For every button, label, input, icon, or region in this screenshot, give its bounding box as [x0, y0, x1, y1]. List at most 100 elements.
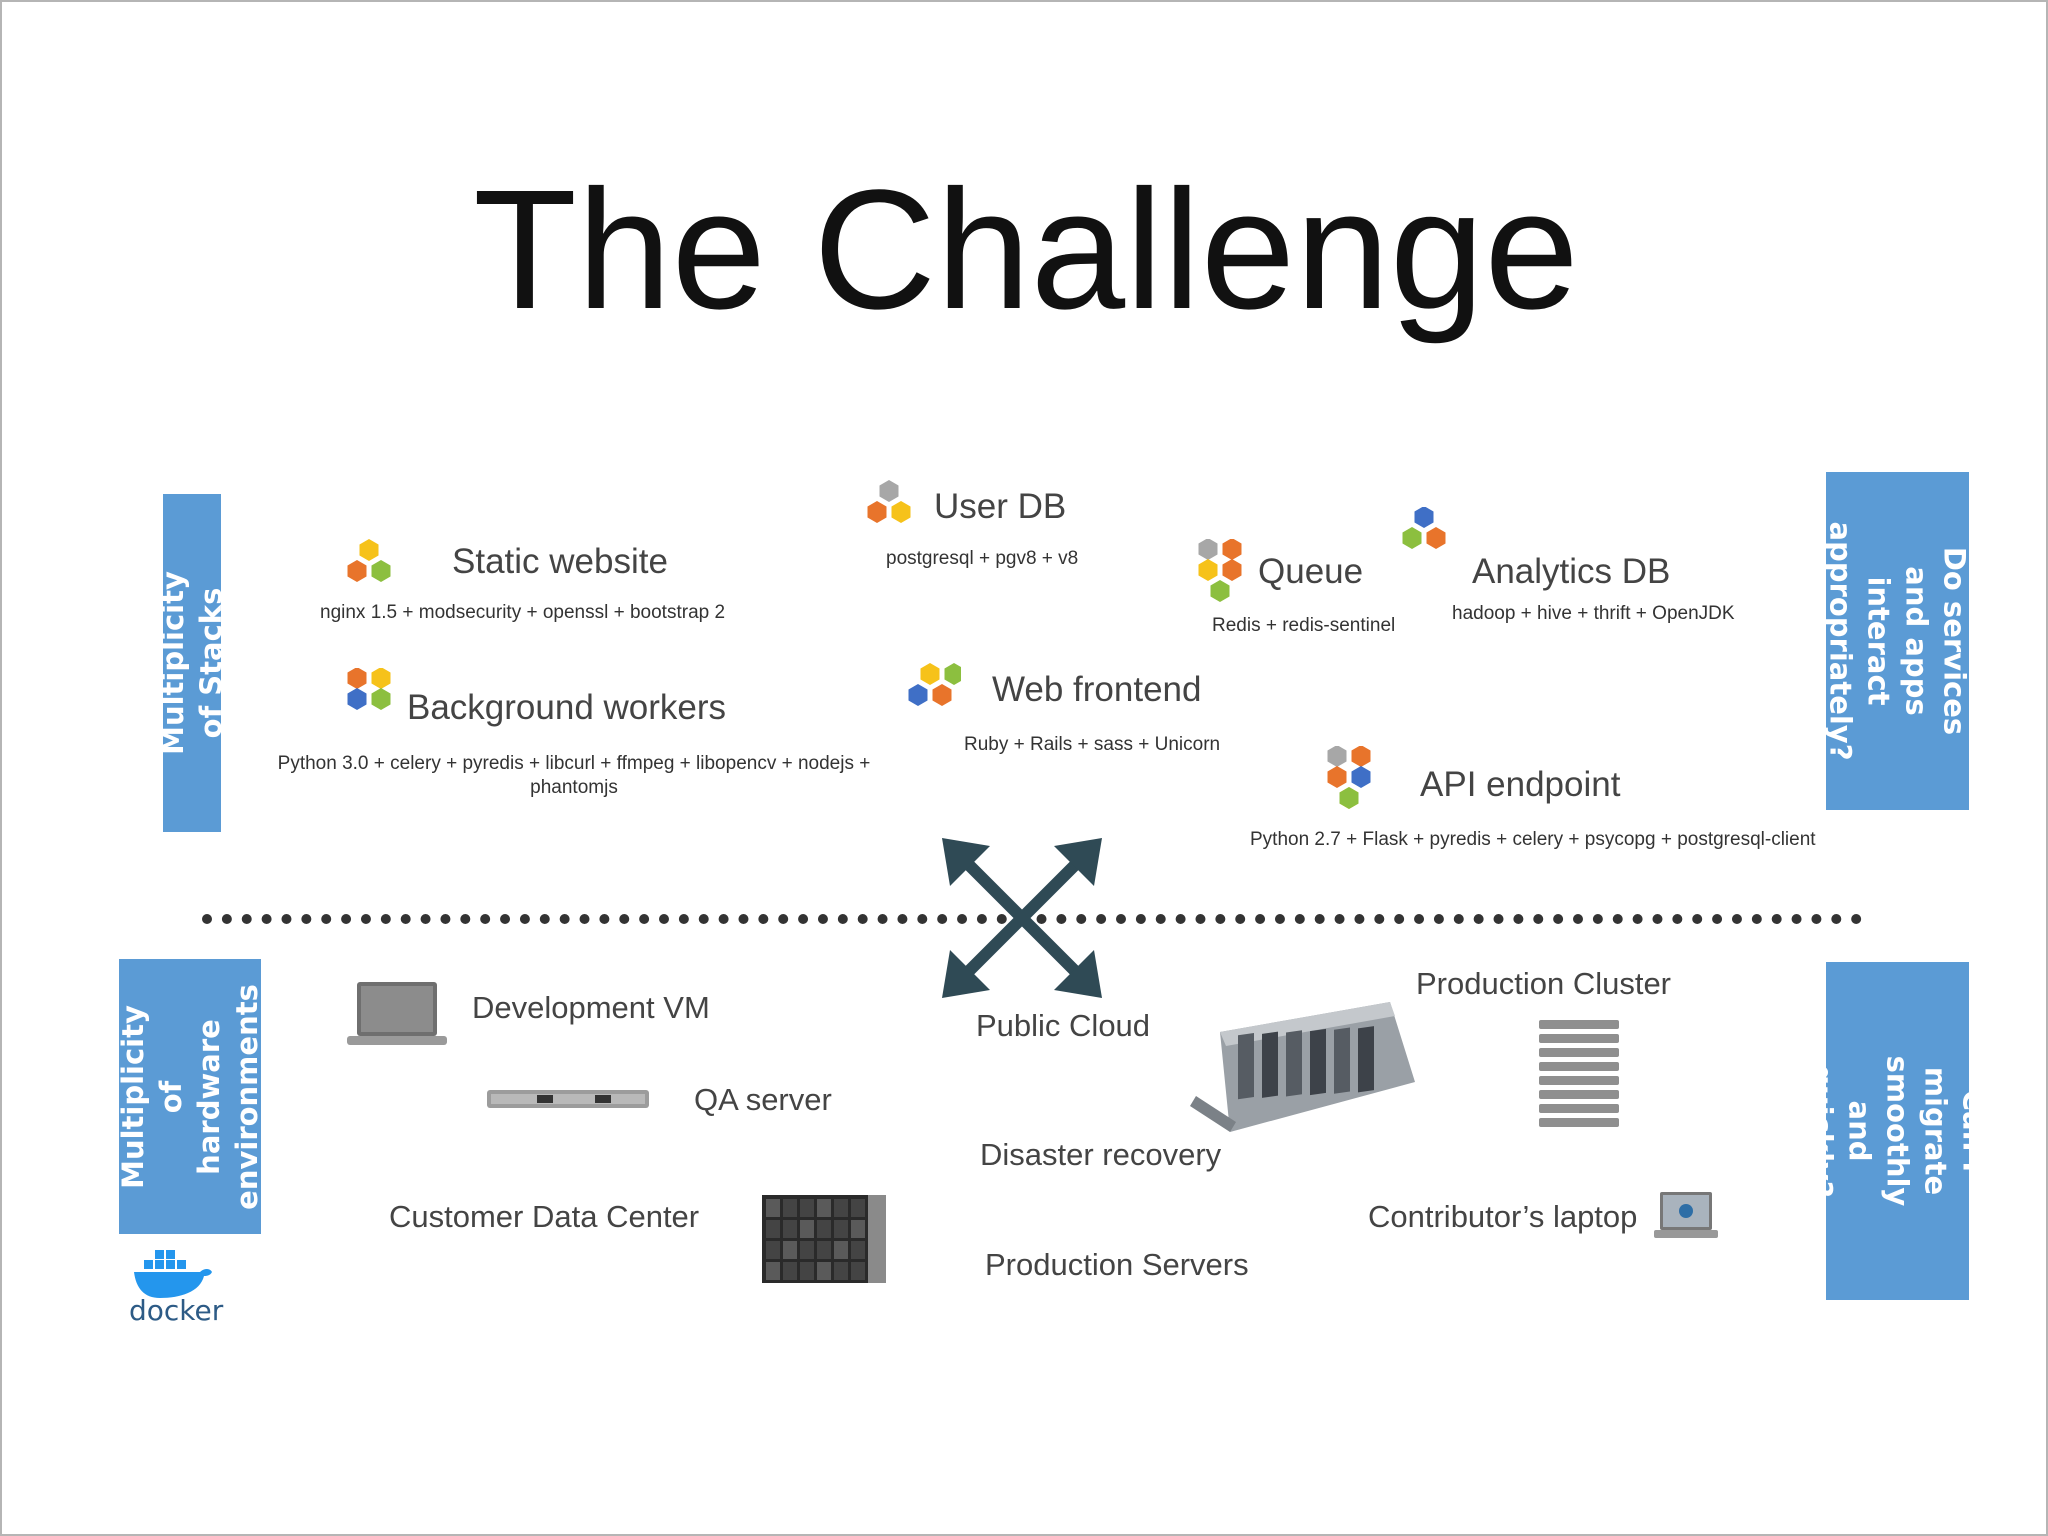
hexagon-shape: [867, 501, 887, 523]
cluster-server-icon: [1190, 1002, 1415, 1132]
hexagon-shape: [1414, 507, 1434, 528]
rack-server-icon: [487, 1090, 649, 1108]
hexagon-shape: [347, 668, 367, 689]
cluster-node: [1334, 1027, 1350, 1094]
hexagon-shape: [347, 688, 367, 710]
server-unit: [1539, 1034, 1619, 1043]
blade-slot: [851, 1199, 865, 1217]
hardware-side-label: Multiplicity of hardware environments: [116, 959, 264, 1234]
hexagon-shape: [1210, 580, 1230, 602]
analytics-db-name: Analytics DB: [1472, 552, 1671, 591]
hexagon-shape: [1222, 559, 1242, 581]
api-endpoint-hex-icon: [1327, 746, 1371, 809]
blade-slot: [834, 1220, 848, 1238]
hexagon-shape: [920, 663, 940, 685]
static-website-hex-icon: [347, 539, 391, 582]
blade-slot: [851, 1220, 865, 1238]
stack-hardware-divider: [202, 914, 1862, 924]
public-cloud-label: Public Cloud: [976, 1008, 1151, 1043]
blade-slot: [800, 1199, 814, 1217]
blade-slot: [783, 1262, 797, 1280]
static-website-tech: nginx 1.5 + modsecurity + openssl + boot…: [320, 602, 726, 623]
analytics-db-tech: hadoop + hive + thrift + OpenJDK: [1452, 603, 1735, 624]
cluster-node: [1238, 1033, 1254, 1100]
user-db-hex-icon: [867, 480, 911, 523]
blade-slot: [766, 1220, 780, 1238]
hexagon-shape: [944, 663, 961, 685]
laptop-icon: [347, 982, 447, 1045]
background-workers-name: Background workers: [407, 688, 727, 727]
background-workers-hex-icon: [347, 668, 391, 710]
cluster-node: [1262, 1031, 1278, 1098]
blade-slot: [817, 1241, 831, 1259]
queue-hex-icon: [1198, 539, 1242, 602]
static-website-name: Static website: [452, 542, 668, 581]
blade-slot: [783, 1220, 797, 1238]
web-frontend-hex-icon: [908, 663, 961, 706]
migrate-question-box: Can I migrate smoothly and quickly?: [1805, 962, 1991, 1300]
cluster-node: [1286, 1030, 1302, 1097]
server-stack-icon: [1539, 1020, 1619, 1127]
hexagon-shape: [1351, 766, 1371, 788]
docker-whale-icon: [134, 1250, 212, 1298]
interact-question-box: Do services and apps interact appropriat…: [1824, 472, 1972, 810]
hexagon-shape: [371, 688, 391, 710]
blade-slot: [800, 1220, 814, 1238]
server-unit: [1539, 1062, 1619, 1071]
blade-slot: [817, 1262, 831, 1280]
blade-slot: [800, 1241, 814, 1259]
server-unit: [1539, 1118, 1619, 1127]
user-db-name: User DB: [934, 487, 1067, 526]
hexagon-shape: [371, 560, 391, 582]
blade-slot: [834, 1199, 848, 1217]
blade-slot: [851, 1262, 865, 1280]
hexagon-shape: [1327, 746, 1347, 767]
cross-arrows-icon: [942, 838, 1102, 998]
blade-slot: [834, 1241, 848, 1259]
blade-slot: [817, 1220, 831, 1238]
docker-logo-text: docker: [129, 1294, 224, 1327]
cluster-node: [1358, 1026, 1374, 1093]
server-unit: [1539, 1104, 1619, 1113]
blade-slot: [766, 1262, 780, 1280]
server-unit: [1539, 1090, 1619, 1099]
hexagon-shape: [347, 560, 367, 582]
hexagon-shape: [1222, 539, 1242, 560]
hexagon-shape: [1339, 787, 1359, 809]
hexagon-shape: [932, 684, 952, 706]
hexagon-shape: [908, 684, 928, 706]
cluster-node: [1310, 1028, 1326, 1096]
hexagon-shape: [879, 480, 899, 502]
web-frontend-name: Web frontend: [992, 670, 1202, 709]
production-servers-label: Production Servers: [985, 1247, 1249, 1282]
server-unit: [1539, 1020, 1619, 1029]
hexagon-shape: [359, 539, 379, 561]
queue-name: Queue: [1258, 552, 1364, 591]
contributor-laptop-label: Contributor’s laptop: [1368, 1199, 1638, 1234]
customer-data-center-label: Customer Data Center: [389, 1199, 700, 1234]
qa-server-label: QA server: [694, 1082, 832, 1117]
blade-slot: [766, 1199, 780, 1217]
queue-tech: Redis + redis-sentinel: [1212, 615, 1396, 636]
blade-chassis-icon: [762, 1195, 886, 1283]
blade-slot: [834, 1262, 848, 1280]
blade-slot: [783, 1199, 797, 1217]
blade-slot: [783, 1241, 797, 1259]
hexagon-shape: [891, 501, 911, 523]
hexagon-shape: [1351, 746, 1371, 767]
contributor-laptop-icon: [1654, 1192, 1718, 1238]
development-vm-label: Development VM: [472, 990, 710, 1025]
blade-slot: [800, 1262, 814, 1280]
api-endpoint-tech: Python 2.7 + Flask + pyredis + celery + …: [1250, 829, 1816, 850]
analytics-db-hex-icon: [1402, 507, 1446, 549]
slide-title: The Challenge: [473, 155, 1579, 345]
hexagon-shape: [1198, 559, 1218, 581]
production-cluster-label: Production Cluster: [1416, 966, 1672, 1001]
disaster-recovery-label: Disaster recovery: [980, 1137, 1222, 1172]
server-unit: [1539, 1076, 1619, 1085]
hexagon-shape: [1426, 527, 1446, 549]
background-workers-tech: Python 3.0 + celery + pyredis + libcurl …: [277, 753, 871, 798]
hexagon-shape: [1198, 539, 1218, 560]
blade-slot: [817, 1199, 831, 1217]
